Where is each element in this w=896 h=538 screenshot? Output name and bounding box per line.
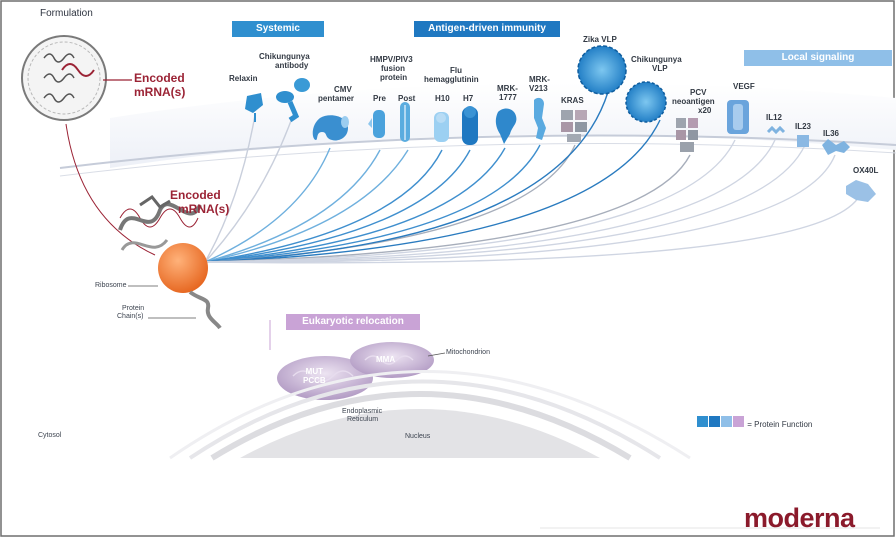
protein-chain-label-2: Chain(s) bbox=[117, 313, 144, 320]
hmpv-label-2: fusion bbox=[381, 64, 405, 73]
il12-protein bbox=[766, 125, 786, 135]
protein-chain bbox=[188, 290, 222, 330]
relaxin-protein bbox=[245, 93, 263, 122]
legend-swatch-local bbox=[721, 416, 732, 427]
export-paths bbox=[204, 91, 861, 264]
pcv-label-3: x20 bbox=[698, 106, 712, 115]
chikungunya-vlp bbox=[625, 81, 667, 123]
cytosol-label: Cytosol bbox=[38, 432, 62, 439]
il12-label: IL12 bbox=[766, 113, 783, 122]
encoded-mrna-label-cytosol-2: mRNA(s) bbox=[178, 202, 230, 216]
mut-label: MUT PCCB bbox=[303, 367, 326, 385]
legend: = Protein Function bbox=[697, 416, 813, 429]
mrk-v213-label-1: MRK- bbox=[529, 75, 550, 84]
encoded-mrna-label-top-1: Encoded bbox=[134, 71, 185, 85]
mrk-v213-label-2: V213 bbox=[529, 84, 548, 93]
hmpv-piv3-fusion-protein bbox=[368, 102, 410, 142]
legend-swatch-intracellular bbox=[733, 416, 744, 427]
chikungunya-antibody-label-1: Chikungunya bbox=[259, 52, 310, 61]
nucleus bbox=[240, 409, 600, 458]
antigen-immunity-header: Antigen-driven immunity bbox=[414, 21, 560, 37]
legend-swatch-systemic bbox=[697, 416, 708, 427]
pcv-neoantigen bbox=[676, 118, 698, 152]
mitochondrion-label: Mitochondrion bbox=[446, 349, 490, 356]
formulation-label: Formulation bbox=[40, 8, 93, 19]
mitochondrion-2 bbox=[350, 342, 434, 378]
kras-protein bbox=[561, 110, 587, 142]
cmv-label-2: pentamer bbox=[318, 94, 355, 103]
chikungunya-vlp-label-1: Chikungunya bbox=[631, 55, 682, 64]
il36-protein bbox=[822, 139, 850, 155]
kras-label: KRAS bbox=[561, 96, 584, 105]
hmpv-label-3: protein bbox=[380, 73, 408, 82]
ribosome-label: Ribosome bbox=[95, 282, 127, 289]
encoded-mrna-label-top-2: mRNA(s) bbox=[134, 85, 186, 99]
il23-protein bbox=[797, 135, 809, 147]
flu-label-2: hemagglutinin bbox=[424, 75, 479, 84]
chikungunya-vlp-label-2: VLP bbox=[652, 64, 668, 73]
hmpv-post-label: Post bbox=[398, 94, 416, 103]
hmpv-pre-label: Pre bbox=[373, 94, 386, 103]
nucleus-label: Nucleus bbox=[405, 433, 431, 440]
organelles bbox=[169, 320, 691, 461]
encoded-mrna-label-cytosol-1: Encoded bbox=[170, 188, 221, 202]
mrna-strand bbox=[118, 194, 202, 251]
il36-label: IL36 bbox=[823, 129, 840, 138]
mma-label: MMA bbox=[376, 355, 396, 364]
mrk-1777-protein bbox=[495, 108, 517, 144]
ox40l-label: OX40L bbox=[853, 166, 879, 175]
er-label-1: Endoplasmic bbox=[342, 408, 383, 415]
flu-h10-label: H10 bbox=[435, 94, 450, 103]
legend-swatch-antigen bbox=[709, 416, 720, 427]
mrk-1777-label-2: 1777 bbox=[499, 93, 517, 102]
zika-vlp-label: Zika VLP bbox=[583, 35, 617, 44]
lipid-nanoparticle bbox=[21, 35, 107, 121]
moderna-logo: moderna bbox=[744, 503, 855, 533]
ribosome bbox=[158, 243, 208, 293]
local-signaling-header: Local signaling bbox=[744, 50, 892, 66]
mut-label-1: MUT bbox=[305, 367, 323, 376]
er-label-2: Reticulum bbox=[347, 416, 379, 423]
chikungunya-antibody bbox=[276, 78, 310, 123]
vegf-protein bbox=[727, 100, 749, 134]
protein-chain-label-1: Protein bbox=[122, 305, 145, 312]
zika-vlp bbox=[577, 45, 627, 95]
pcv-label-1: PCV bbox=[690, 88, 707, 97]
cmv-pentamer bbox=[312, 115, 349, 141]
il23-label: IL23 bbox=[795, 122, 812, 131]
pcv-label-2: neoantigen bbox=[672, 97, 715, 106]
legend-label: = Protein Function bbox=[747, 420, 813, 429]
relaxin-label: Relaxin bbox=[229, 74, 258, 83]
vegf-label: VEGF bbox=[733, 82, 755, 91]
intracellular-header: Eukaryotic relocation bbox=[286, 314, 420, 330]
systemic-header: Systemic bbox=[232, 21, 324, 37]
endoplasmic-reticulum bbox=[210, 391, 632, 461]
chikungunya-antibody-label-2: antibody bbox=[275, 61, 309, 70]
ox40l-protein bbox=[846, 180, 876, 202]
hmpv-label-1: HMPV/PIV3 bbox=[370, 55, 413, 64]
mrk-v213-protein bbox=[534, 97, 546, 140]
mut-label-2: PCCB bbox=[303, 376, 326, 385]
flu-h7-label: H7 bbox=[463, 94, 474, 103]
cmv-label-1: CMV bbox=[334, 85, 352, 94]
flu-label-1: Flu bbox=[450, 66, 462, 75]
flu-hemagglutinin bbox=[434, 106, 478, 145]
mrna-delivery-path bbox=[65, 123, 156, 256]
mrk-1777-label-1: MRK- bbox=[497, 84, 518, 93]
